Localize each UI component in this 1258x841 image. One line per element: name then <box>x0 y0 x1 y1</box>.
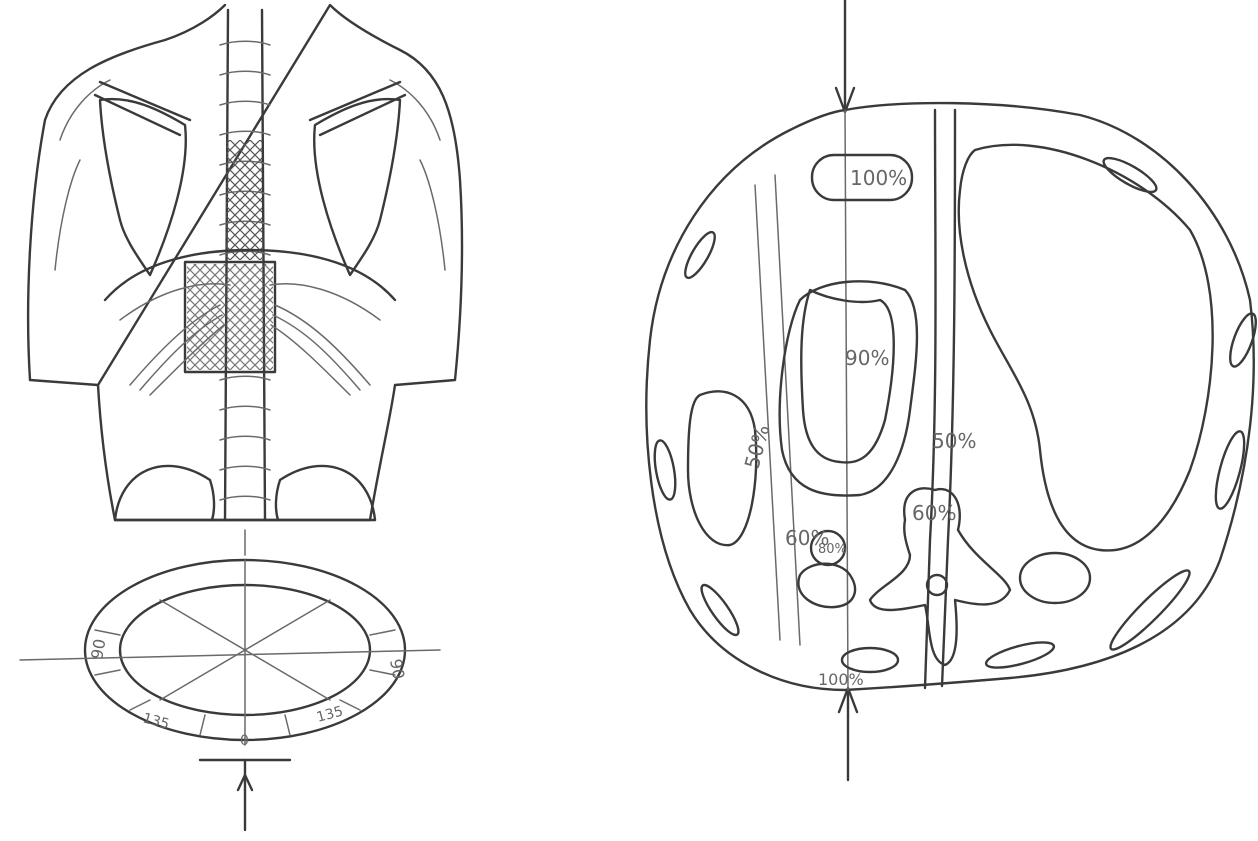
isodose-label-bottom: 100% <box>818 670 864 689</box>
isodose-label-left: 50% <box>740 422 775 471</box>
hatched-spine-region <box>226 140 262 260</box>
gantry-label-bottom: 0 <box>240 733 249 749</box>
bowel-cluster-left <box>798 564 855 607</box>
structure-bottom-oval <box>842 648 898 672</box>
isodose-labels: 100% 90% 50% 50% 60% 60% 80% 100% <box>740 166 977 689</box>
left-iliac <box>115 466 214 520</box>
torso-back-view <box>28 5 462 520</box>
right-lung <box>959 145 1213 551</box>
right-scapula <box>314 99 400 275</box>
gantry-label-left: 90 <box>87 637 109 660</box>
left-scapula <box>100 99 186 275</box>
left-kidney <box>688 391 756 545</box>
axial-cross-section: 100% 90% 50% 50% 60% 60% 80% 100% <box>646 0 1258 780</box>
tumor-inner-contour <box>801 290 893 463</box>
isodose-label-center: 90% <box>845 346 889 370</box>
gantry-label-right: 90 <box>386 657 408 680</box>
isodose-label-small-circle: 80% <box>818 542 847 557</box>
bowel-oval-right <box>1020 553 1090 603</box>
isodose-label-lower-center: 60% <box>912 501 956 525</box>
gantry-ring-diagram: 90 90 135 135 0 <box>20 530 440 830</box>
right-iliac <box>276 466 375 520</box>
isodose-label-top: 100% <box>850 166 907 190</box>
isodose-label-right: 50% <box>932 429 976 453</box>
spinal-canal <box>927 575 947 595</box>
gantry-label-lower-left: 135 <box>141 710 171 732</box>
